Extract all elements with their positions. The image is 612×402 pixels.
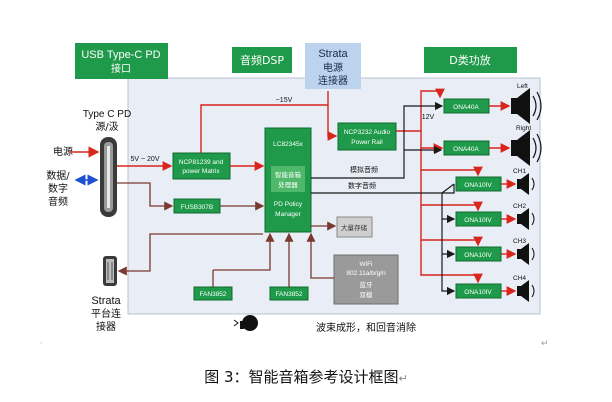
rail-to-ona10iv-ch1-arrow — [420, 148, 483, 177]
paragraph-mark: ↵ — [541, 339, 549, 349]
strata-header-line2: 连接器 — [318, 74, 348, 87]
processor-to-strata-platform-arrow — [117, 233, 263, 276]
fan3852-label-1: FAN3852 — [199, 291, 226, 298]
pd-policy-label-line1: PD Policy — [274, 201, 303, 208]
ncp3232-block — [337, 122, 397, 151]
data-label-line3: 音频 — [48, 195, 68, 208]
speaker-right-label: Right — [516, 125, 531, 132]
strata-power-connector-header — [305, 43, 361, 89]
smart-speaker-processor-inner — [271, 166, 305, 192]
rail-to-ona10iv-ch4-arrow — [420, 240, 483, 284]
ncp81239-to-strata-line — [200, 91, 329, 153]
wifi-to-processor-arrow — [306, 232, 334, 279]
typec-label-line2: 源/汲 — [95, 120, 118, 133]
mass-storage-block — [336, 216, 373, 238]
wifi-label-line2: 802.11a/b/g/n — [346, 270, 386, 277]
voltage-5-20v-label: 5V ~ 20V — [131, 156, 160, 163]
power-label: 电源 — [53, 145, 73, 158]
ch1-label: CH1 — [513, 168, 526, 175]
wifi-bt-block — [333, 254, 399, 305]
caption-paragraph-mark: ↵ — [398, 372, 408, 385]
fan3852-label-2: FAN3852 — [275, 291, 302, 298]
ch4-label: CH4 — [513, 275, 526, 282]
speaker-icon-ch1 — [517, 173, 535, 195]
data-label-line2: 数字 — [48, 182, 68, 195]
beamforming-label: 波束成形，和回音消除 — [316, 321, 416, 334]
speaker-icon-ch2 — [517, 208, 535, 230]
amp-to-speaker-arrows — [489, 101, 517, 296]
strata-platform-label-line2: 平台连 — [91, 307, 121, 320]
wifi-label-line3: 蓝牙 — [360, 280, 374, 289]
usb-typec-pd-header — [75, 43, 168, 79]
class-d-amp-header — [424, 47, 517, 73]
audio-dsp-header — [232, 47, 292, 73]
wifi-label-line1: WiFi — [360, 261, 373, 268]
left-corner-mark: · — [40, 339, 43, 348]
typec-to-fusb307b-arrow — [117, 182, 174, 211]
ncp81239-block — [172, 152, 231, 180]
rail-15v-to-ncp3232-arrow — [327, 105, 338, 141]
ncp81239-label-line2: power Matrix — [182, 168, 220, 175]
ona10iv-label-ch1: ONA10IV — [464, 182, 492, 189]
ona40a-label-right: ONA40A — [453, 146, 479, 153]
speaker-icon-right — [511, 130, 542, 166]
ncp3232-label-line1: NCP3232 Audio — [344, 129, 391, 136]
usb-header-sub: 接口 — [111, 62, 131, 75]
strata-header-line1: 电源 — [323, 61, 343, 74]
fusb307b-label: FUSB307B — [181, 204, 214, 211]
lc82345x-label: LC82345x — [273, 141, 303, 148]
voltage-12v-label: 12V — [422, 114, 435, 121]
analog-audio-label: 模拟音频 — [350, 165, 378, 174]
data-label-line1: 数据/ — [46, 169, 70, 182]
class-d-header-label: D类功放 — [449, 53, 490, 67]
figure-caption-text: 图 3：智能音箱参考设计框图 — [204, 368, 399, 386]
rail-to-ona10iv-ch3-arrow — [420, 205, 483, 247]
power-connections — [117, 88, 483, 284]
smart-processor-label-line1: 智能音箱 — [275, 170, 302, 179]
analog-audio-to-left-arrow — [311, 101, 444, 179]
speaker-icon-ch4 — [517, 280, 535, 302]
strata-connector-icon — [103, 256, 117, 286]
digital-to-ch4-arrow — [441, 254, 456, 296]
smart-processor-label-line2: 处理器 — [278, 180, 298, 189]
ona10iv-label-ch3: ONA10IV — [464, 252, 492, 259]
strata-header-title: Strata — [318, 48, 348, 60]
typec-label-line1: Type C PD — [83, 109, 131, 120]
audio-dsp-header-label: 音频DSP — [240, 53, 284, 67]
digital-audio-bus — [311, 184, 455, 194]
speaker-icon-left — [511, 88, 542, 124]
digital-to-ch1 — [441, 183, 455, 194]
ona40a-label-left: ONA40A — [453, 104, 479, 111]
ona10iv-label-ch2: ONA10IV — [464, 217, 492, 224]
mass-storage-label: 大量存储 — [341, 223, 368, 232]
ch2-label: CH2 — [513, 203, 526, 210]
usb-header-title: USB Type-C PD — [81, 49, 160, 61]
audio-connections — [311, 101, 456, 296]
wifi-label-line4: 双模 — [360, 290, 374, 299]
rail-to-ona40a-left-arrow — [396, 88, 445, 132]
digital-audio-label: 数字音频 — [348, 181, 376, 190]
speaker-left-label: Left — [517, 83, 528, 90]
control-connections — [117, 182, 337, 287]
ona10iv-label-ch4: ONA10IV — [464, 289, 492, 296]
voltage-15v-label: ~15V — [276, 97, 293, 104]
strata-platform-label-line3: 接器 — [96, 320, 116, 333]
figure-caption: 图 3：智能音箱参考设计框图↵ — [0, 366, 612, 387]
ch3-label: CH3 — [513, 238, 526, 245]
fan1-to-processor-arrow — [213, 232, 275, 271]
ncp3232-label-line2: Power Rail — [351, 139, 383, 146]
microphone-head-icon — [233, 315, 258, 331]
pd-policy-label-line2: Manager — [275, 211, 301, 218]
ncp81239-label-line1: NCP81239 and — [179, 159, 224, 166]
usb-c-connector-icon — [100, 137, 117, 217]
rail-to-ona10iv-ch2-arrow — [420, 170, 483, 212]
speaker-icon-ch3 — [517, 243, 535, 265]
strata-platform-label-line1: Strata — [91, 295, 121, 307]
